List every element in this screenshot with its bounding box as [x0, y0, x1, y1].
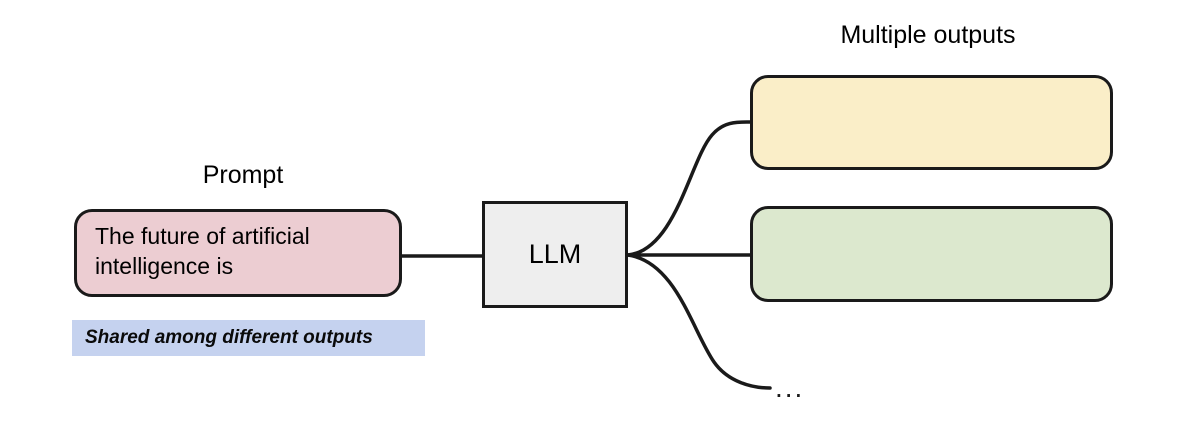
- outputs-ellipsis: ...: [775, 372, 805, 403]
- shared-among-outputs-note: Shared among different outputs: [72, 320, 425, 356]
- shared-among-outputs-note-text: Shared among different outputs: [85, 327, 373, 348]
- llm-box-label: LLM: [528, 239, 582, 269]
- prompt-box[interactable]: The future of artificial intelligence is: [74, 209, 402, 297]
- prompt-section-label: Prompt: [202, 161, 284, 189]
- output-box-two[interactable]: [750, 206, 1113, 302]
- output-box-one[interactable]: [750, 75, 1113, 170]
- llm-box[interactable]: LLM: [482, 201, 628, 308]
- outputs-section-label: Multiple outputs: [840, 21, 1016, 49]
- connector-llm-to-ellipsis: [626, 253, 772, 390]
- prompt-box-text: The future of artificial intelligence is: [95, 223, 310, 279]
- connector-llm-to-output-one: [626, 120, 752, 257]
